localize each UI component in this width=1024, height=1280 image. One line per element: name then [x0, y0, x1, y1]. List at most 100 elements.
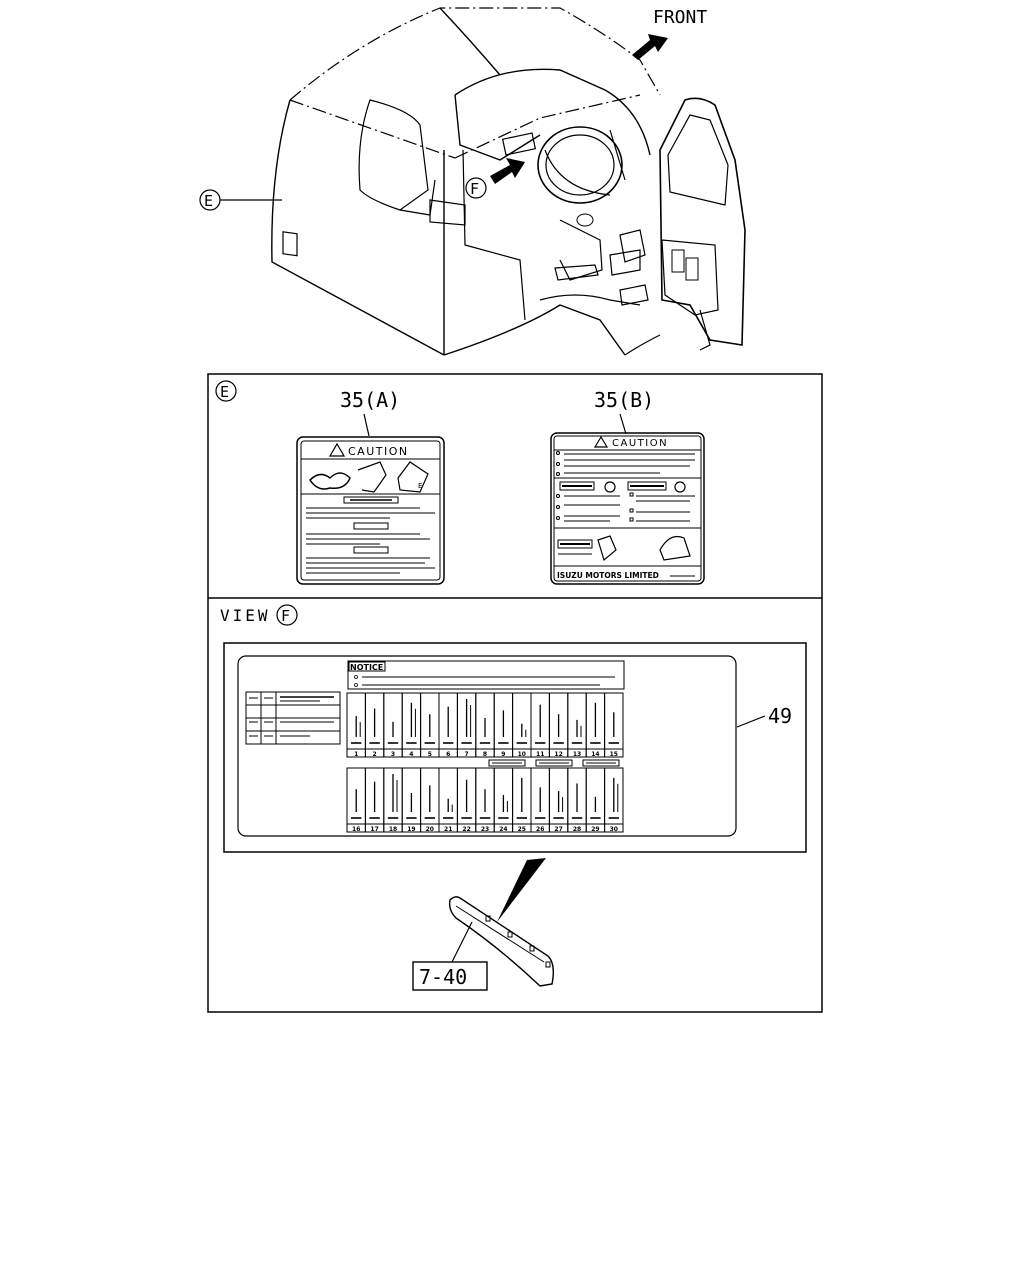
fuse-slot-3: 3: [383, 692, 403, 758]
fuse-number: 1: [354, 751, 358, 758]
fuse-slot-11: 11: [530, 692, 550, 758]
fuse-number: 29: [591, 826, 599, 833]
fuse-slot-19: 19: [401, 767, 422, 833]
fuse-slot-2: 2: [364, 692, 385, 758]
fuse-slot-27: 27: [548, 767, 569, 833]
fuse-slot-29: 29: [585, 767, 606, 833]
fuse-slot-7: 7: [456, 692, 477, 758]
svg-text:E: E: [204, 192, 213, 210]
gear-pictogram-icon: [674, 481, 686, 493]
fuse-slot-18: 18: [383, 767, 403, 833]
front-arrow-icon: [632, 34, 668, 60]
ref-7-40-label: 7-40: [419, 965, 467, 989]
fuse-slot-26: 26: [530, 767, 550, 833]
fuse-slot-13: 13: [567, 692, 587, 758]
fuse-number: 27: [554, 826, 562, 833]
fuse-slot-14: 14: [585, 692, 606, 758]
fuse-cover-part: [448, 896, 555, 987]
svg-text:F: F: [281, 607, 290, 625]
fuse-number: 9: [501, 751, 505, 758]
svg-text:E: E: [220, 383, 229, 401]
fuse-slot-23: 23: [475, 767, 495, 833]
view-f-title: VIEW: [220, 606, 271, 625]
fuse-number: 28: [573, 826, 581, 833]
fuse-box-frame: [223, 642, 807, 853]
fuse-number: 14: [591, 751, 599, 758]
fuse-number: 2: [373, 751, 377, 758]
fuse-number: 13: [573, 751, 581, 758]
fuse-slot-9: 9: [493, 692, 514, 758]
fuse-number: 12: [554, 751, 562, 758]
fuse-number: 19: [407, 826, 415, 833]
fuse-number: 22: [462, 826, 470, 833]
fuse-slot-20: 20: [420, 767, 440, 833]
view-f-arrow-icon: [490, 158, 525, 184]
ref-7-40-box: [412, 961, 488, 991]
fuse-slot-22: 22: [456, 767, 477, 833]
gear-pictogram-icon: [604, 481, 616, 493]
fuse-slot-15: 15: [604, 692, 624, 758]
fuse-slot-24: 24: [493, 767, 514, 833]
fuse-slot-5: 5: [420, 692, 440, 758]
fuse-number: 15: [610, 751, 618, 758]
fuse-slot-8: 8: [475, 692, 495, 758]
fuse-slot-12: 12: [548, 692, 569, 758]
part-35b-label: 35(B): [594, 388, 654, 412]
fuse-number: 18: [389, 826, 397, 833]
fuse-number: 23: [481, 826, 489, 833]
fuse-slot-1: 1: [346, 692, 366, 758]
fuse-number: 4: [409, 751, 413, 758]
caution-b-header: CAUTION: [612, 438, 668, 449]
fuse-number: 26: [536, 826, 544, 833]
fuse-slot-16: 16: [346, 767, 366, 833]
fuse-number: 16: [352, 826, 360, 833]
fuse-slot-10: 10: [512, 692, 532, 758]
fuse-slot-17: 17: [364, 767, 385, 833]
fuse-number: 5: [428, 751, 432, 758]
fuse-number: 25: [518, 826, 526, 833]
fuse-number: 17: [370, 826, 378, 833]
fuse-slot-21: 21: [438, 767, 458, 833]
cab-illustration: [271, 7, 746, 356]
detail-frame: [207, 373, 823, 1013]
warning-triangle-icon: [593, 435, 609, 448]
part-35a-label: 35(A): [340, 388, 400, 412]
caution-label-35b: CAUTION ISUZU MOTORS LIMITED: [550, 432, 705, 585]
front-label: FRONT: [653, 7, 707, 28]
fuse-number: 8: [483, 751, 487, 758]
part-49-label: 49: [768, 704, 792, 728]
fuse-slot-28: 28: [567, 767, 587, 833]
legend-table: [245, 691, 341, 745]
svg-text:E: E: [418, 482, 422, 490]
notice-panel: NOTICE: [347, 660, 625, 690]
notice-header: NOTICE: [350, 663, 383, 672]
fuse-slot-6: 6: [438, 692, 458, 758]
isuzu-footer: ISUZU MOTORS LIMITED: [557, 571, 659, 580]
fuse-number: 21: [444, 826, 452, 833]
callout-f: F: [465, 177, 487, 199]
fuse-slot-30: 30: [604, 767, 624, 833]
fuse-number: 11: [536, 751, 544, 758]
section-f-marker: F: [276, 604, 298, 626]
caution-a-header: CAUTION: [348, 445, 409, 458]
section-e-marker: E: [215, 380, 237, 402]
view-arrow-icon: [497, 858, 546, 922]
caution-label-35a: CAUTION E: [296, 436, 445, 585]
fuse-number: 6: [446, 751, 450, 758]
fuse-number: 10: [518, 751, 526, 758]
fuse-slot-4: 4: [401, 692, 422, 758]
fuse-box-label-49: [237, 655, 737, 837]
fuse-number: 24: [499, 826, 507, 833]
fuse-number: 20: [426, 826, 434, 833]
warning-triangle-icon: [328, 442, 346, 457]
svg-text:F: F: [470, 180, 479, 198]
fuse-number: 30: [610, 826, 618, 833]
hand-pictogram-icon: [309, 472, 351, 490]
callout-e: E: [199, 189, 282, 211]
fuse-slot-25: 25: [512, 767, 532, 833]
fuse-number: 7: [465, 751, 469, 758]
spare-fuse-slots: [488, 759, 620, 767]
fuse-number: 3: [391, 751, 395, 758]
